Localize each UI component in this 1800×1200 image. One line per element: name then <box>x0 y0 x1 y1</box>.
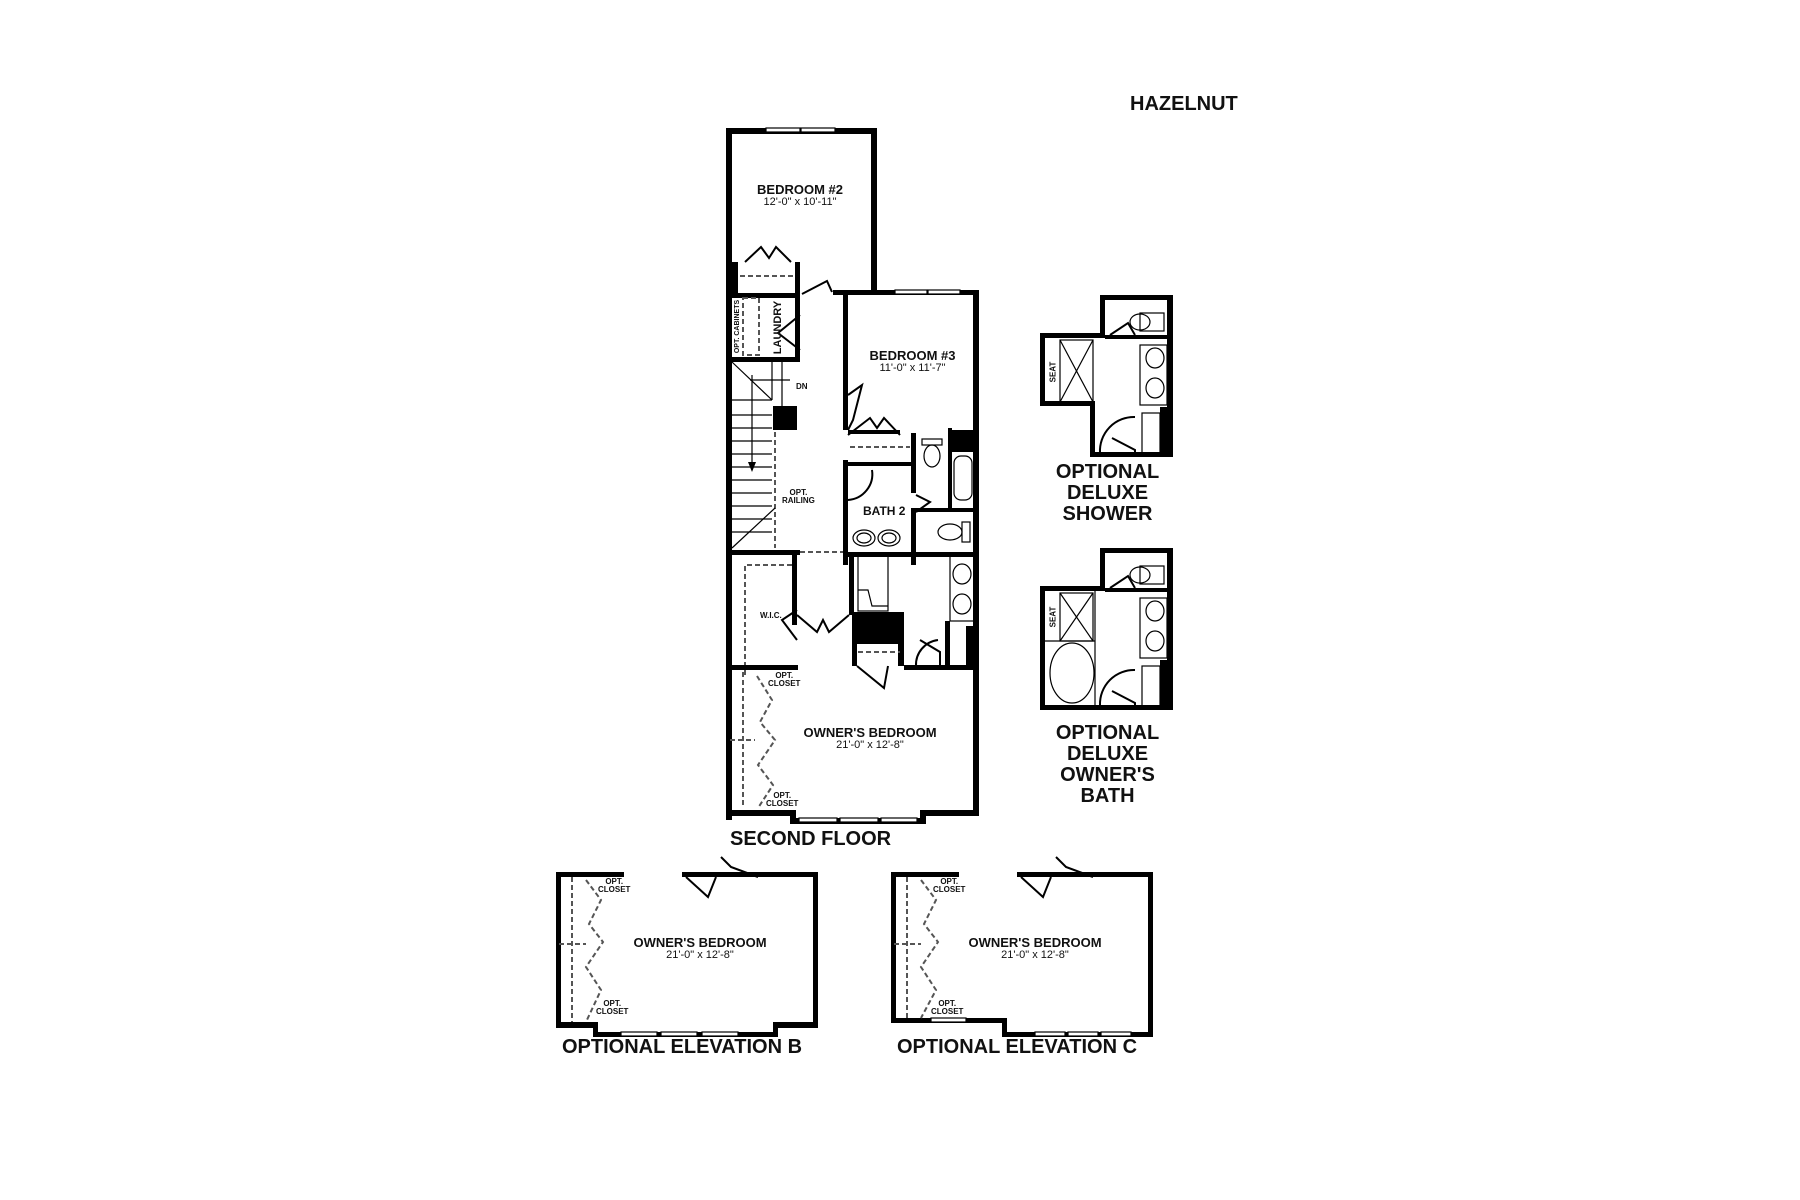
room-dimensions: 21'-0" x 12'-8" <box>666 948 734 961</box>
bedroom-2-label: BEDROOM #2 12'-0" x 10'-11" <box>750 183 850 208</box>
caption-line-2: DELUXE <box>1066 482 1149 504</box>
optional-deluxe-shower-plan <box>1040 295 1173 457</box>
opt-closet-line-2: CLOSET <box>933 885 966 894</box>
bath-2-label: BATH 2 <box>863 504 906 518</box>
stairs-down-label: DN <box>796 382 808 391</box>
owners-bedroom-label: OWNER'S BEDROOM 21'-0" x 12'-8" <box>800 726 940 751</box>
room-dimensions: 12'-0" x 10'-11" <box>763 195 837 208</box>
opt-closet-top-label: OPT. CLOSET <box>768 672 800 688</box>
room-name: OWNER'S BEDROOM <box>803 725 937 740</box>
optional-elevation-b-caption: OPTIONAL ELEVATION B <box>562 1036 803 1058</box>
optional-deluxe-owners-bath-plan <box>1040 548 1173 710</box>
wic-label: W.I.C. <box>760 611 782 620</box>
optional-deluxe-shower-caption: OPTIONAL DELUXE SHOWER <box>1040 462 1175 525</box>
stair-treads <box>732 399 772 533</box>
room-name: BEDROOM #2 <box>757 182 843 197</box>
caption-line-3: OWNER'S <box>1060 764 1155 786</box>
seat-label: SEAT <box>1048 361 1058 383</box>
room-name: OWNER'S BEDROOM <box>968 935 1102 950</box>
elev-c-opt-closet-bottom: OPT. CLOSET <box>931 1000 963 1016</box>
opt-closet-line-2: CLOSET <box>598 885 631 894</box>
opt-cabinets-label: OPT. CABINETS <box>734 299 742 354</box>
elev-b-opt-closet-top: OPT. CLOSET <box>598 878 630 894</box>
optional-elevation-b-plan <box>556 856 818 1037</box>
opt-closet-line-1: OPT. <box>603 999 622 1008</box>
plan-name: HAZELNUT <box>1130 93 1238 115</box>
room-name: OWNER'S BEDROOM <box>633 935 767 950</box>
optional-elevation-c-caption: OPTIONAL ELEVATION C <box>897 1036 1138 1058</box>
optional-deluxe-owners-bath-caption: OPTIONAL DELUXE OWNER'S BATH <box>1040 723 1175 807</box>
elev-c-opt-closet-top: OPT. CLOSET <box>933 878 965 894</box>
opt-closet-line-1: OPT. <box>775 671 794 680</box>
opt-closet-line-1: OPT. <box>605 877 624 886</box>
opt-closet-line-1: OPT. <box>773 791 792 800</box>
opt-railing-label: OPT. RAILING <box>782 489 815 505</box>
bedroom-3-label: BEDROOM #3 11'-0" x 11'-7" <box>860 349 965 374</box>
opt-closet-bottom-label: OPT. CLOSET <box>766 792 798 808</box>
caption-line-1: OPTIONAL <box>1055 722 1160 744</box>
elev-c-owners-bedroom-label: OWNER'S BEDROOM 21'-0" x 12'-8" <box>965 936 1105 961</box>
room-dimensions: 21'-0" x 12'-8" <box>836 738 904 751</box>
caption-line-2: DELUXE <box>1066 743 1149 765</box>
elev-b-opt-closet-bottom: OPT. CLOSET <box>596 1000 628 1016</box>
opt-railing-line-2: RAILING <box>782 496 815 505</box>
caption-line-1: OPTIONAL <box>1055 461 1160 483</box>
caption-line-3: SHOWER <box>1062 503 1153 525</box>
optional-elevation-c-plan <box>891 856 1153 1037</box>
opt-closet-line-2: CLOSET <box>596 1007 629 1016</box>
second-floor-plan <box>726 127 979 824</box>
seat-label: SEAT <box>1048 606 1058 628</box>
room-dimensions: 11'-0" x 11'-7" <box>879 361 946 374</box>
opt-closet-line-2: CLOSET <box>768 679 801 688</box>
room-name: BEDROOM #3 <box>869 348 956 363</box>
second-floor-caption: SECOND FLOOR <box>730 828 892 850</box>
opt-closet-line-2: CLOSET <box>766 799 799 808</box>
opt-closet-line-2: CLOSET <box>931 1007 964 1016</box>
opt-closet-line-1: OPT. <box>938 999 957 1008</box>
opt-railing-line-1: OPT. <box>789 488 808 497</box>
elev-b-owners-bedroom-label: OWNER'S BEDROOM 21'-0" x 12'-8" <box>630 936 770 961</box>
laundry-label: LAUNDRY <box>772 300 785 355</box>
room-dimensions: 21'-0" x 12'-8" <box>1001 948 1069 961</box>
caption-line-4: BATH <box>1080 785 1135 807</box>
opt-closet-line-1: OPT. <box>940 877 959 886</box>
